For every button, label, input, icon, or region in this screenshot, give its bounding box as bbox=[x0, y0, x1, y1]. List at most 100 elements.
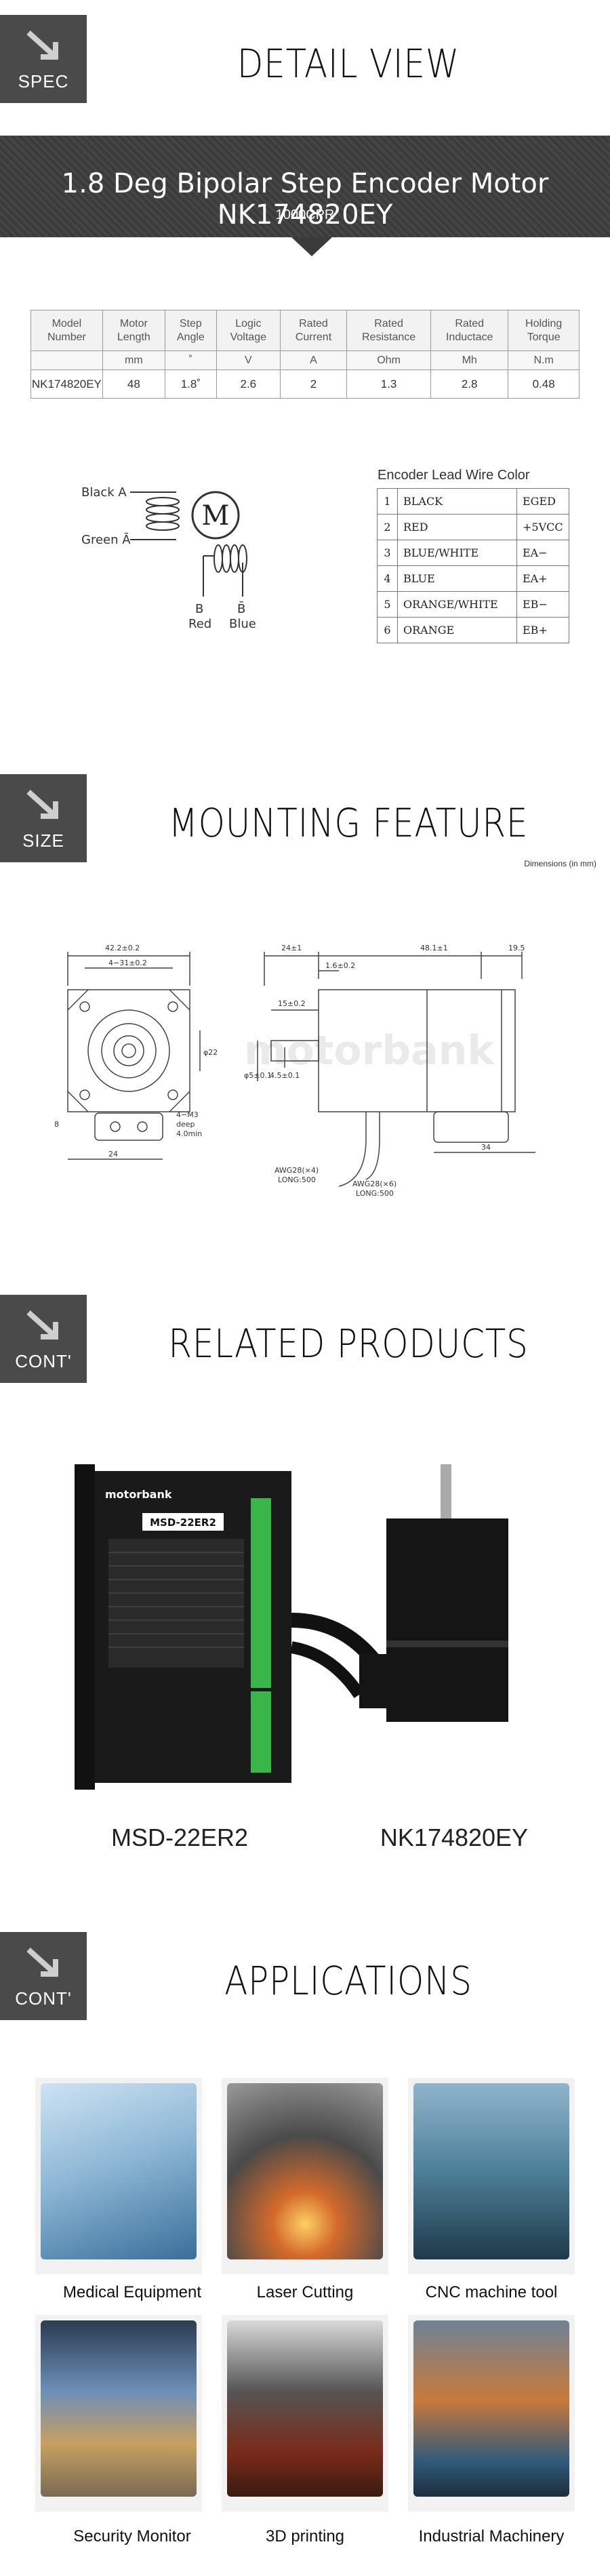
product-title: 1.8 Deg Bipolar Step Encoder Motor NK174… bbox=[61, 168, 549, 230]
label-b: B bbox=[195, 602, 203, 616]
unit-cell bbox=[30, 350, 103, 370]
security-monitor-image bbox=[41, 2320, 197, 2497]
3d-printing-image bbox=[227, 2320, 383, 2497]
dim-label: 34 bbox=[481, 1143, 491, 1152]
section-header-apps: CONT' APPLICATIONS bbox=[0, 1932, 610, 2027]
laser-cutting-image bbox=[227, 2083, 383, 2259]
table-cell: 5 bbox=[377, 591, 398, 618]
dim-label: 4.5±0.1 bbox=[270, 1071, 300, 1080]
related-products-image: motorbank MSD-22ER2 bbox=[75, 1464, 508, 1790]
dim-label: 8 bbox=[54, 1120, 59, 1129]
product-label-left: MSD-22ER2 bbox=[110, 1824, 249, 1851]
product-subtitle: 1000CPR bbox=[275, 207, 335, 222]
section-title: MOUNTING FEATURE bbox=[168, 800, 529, 846]
shaft-outline bbox=[270, 1040, 319, 1062]
label-green-a: Green Ā bbox=[81, 532, 131, 547]
app-label-3d: 3D printing bbox=[265, 2527, 345, 2545]
driver-model-label: MSD-22ER2 bbox=[150, 1516, 216, 1529]
product-banner: 1.8 Deg Bipolar Step Encoder Motor NK174… bbox=[0, 136, 610, 237]
banner-notch bbox=[291, 237, 332, 256]
motor-image bbox=[359, 1464, 508, 1722]
table-cell: 0.48 bbox=[508, 369, 580, 399]
col-header: Holding Torque bbox=[508, 310, 580, 351]
watermark-logo: motorbank bbox=[244, 1027, 495, 1074]
label-blue: Blue bbox=[229, 617, 256, 631]
table-cell: 4 bbox=[377, 565, 398, 592]
label-black-a: Black A bbox=[81, 485, 127, 500]
table-cell: 6 bbox=[377, 617, 398, 643]
app-label-industrial: Industrial Machinery bbox=[418, 2527, 565, 2545]
label-b-bar: B̄ bbox=[237, 601, 245, 616]
app-tile-medical bbox=[35, 2078, 202, 2274]
table-cell: 2 bbox=[279, 369, 348, 399]
dim-label: 24±1 bbox=[281, 944, 302, 952]
wiring-diagram: Black A Green Ā M B Red B̄ Blue bbox=[81, 485, 256, 631]
app-tile-cnc bbox=[408, 2078, 575, 2274]
dim-label: AWG28(×6) bbox=[352, 1180, 396, 1188]
table-cell: EA− bbox=[516, 540, 569, 566]
dim-label: 15±0.2 bbox=[278, 999, 306, 1008]
unit-cell: ˚ bbox=[164, 350, 217, 370]
section-title: DETAIL VIEW bbox=[237, 41, 460, 87]
spec-table: Model Number Motor Length Step Angle Log… bbox=[30, 310, 580, 399]
driver-image: motorbank MSD-22ER2 bbox=[75, 1464, 291, 1790]
unit-cell: N.m bbox=[508, 350, 580, 370]
table-cell: 48 bbox=[102, 369, 165, 399]
col-header: Step Angle bbox=[164, 310, 217, 351]
unit-cell: Ohm bbox=[346, 350, 432, 370]
table-cell: BLUE/WHITE bbox=[397, 540, 517, 566]
app-tile-laser bbox=[222, 2078, 388, 2274]
table-cell: EB− bbox=[516, 591, 569, 618]
badge-label: CONT' bbox=[15, 1988, 72, 2009]
label-red: Red bbox=[188, 617, 211, 631]
dim-label: 42.2±0.2 bbox=[105, 944, 140, 952]
app-tile-3d bbox=[222, 2315, 388, 2512]
table-cell: 2.8 bbox=[430, 369, 509, 399]
product-label-right: NK174820EY bbox=[380, 1824, 529, 1851]
dim-label: 19.5 bbox=[508, 944, 525, 952]
arrow-down-right-icon bbox=[26, 1310, 58, 1340]
coil-a-icon bbox=[146, 491, 180, 540]
section-title: APPLICATIONS bbox=[224, 1958, 472, 2004]
motor-symbol-icon bbox=[191, 491, 240, 540]
app-label-laser: Laser Cutting bbox=[256, 2283, 354, 2301]
arrow-down-right-icon bbox=[26, 790, 58, 819]
badge-label: SPEC bbox=[18, 71, 69, 92]
table-cell: +5VCC bbox=[516, 514, 569, 540]
table-cell: ORANGE/WHITE bbox=[397, 591, 517, 618]
app-tile-security bbox=[35, 2315, 202, 2512]
front-view-outline bbox=[67, 989, 190, 1112]
motor-label: M bbox=[202, 500, 230, 531]
section-header-spec: SPEC DETAIL VIEW bbox=[0, 15, 610, 110]
table-cell: EA+ bbox=[516, 565, 569, 592]
section-badge: SPEC bbox=[0, 15, 87, 103]
mounting-drawing: 42.2±0.2 4−31±0.2 φ22 4−M3 deep 4.0min 2… bbox=[54, 944, 535, 1198]
table-cell: 3 bbox=[377, 540, 398, 566]
driver-brand: motorbank bbox=[105, 1488, 172, 1501]
encoder-table-title: Encoder Lead Wire Color bbox=[378, 468, 530, 483]
section-header-size: SIZE MOUNTING FEATURE bbox=[0, 774, 610, 869]
table-cell: BLUE bbox=[397, 565, 517, 592]
section-title: RELATED PRODUCTS bbox=[168, 1321, 529, 1367]
app-label-cnc: CNC machine tool bbox=[425, 2283, 558, 2301]
industrial-machinery-image bbox=[413, 2320, 569, 2497]
unit-cell: mm bbox=[102, 350, 165, 370]
unit-cell: Mh bbox=[430, 350, 509, 370]
table-cell: 1.3 bbox=[346, 369, 432, 399]
table-cell: BLACK bbox=[397, 488, 517, 515]
dim-label: LONG:500 bbox=[356, 1189, 394, 1198]
table-cell: 1 bbox=[377, 488, 398, 515]
app-tile-industrial bbox=[408, 2315, 575, 2512]
section-header-related: CONT' RELATED PRODUCTS bbox=[0, 1295, 610, 1390]
dim-label: 1.6±0.2 bbox=[325, 961, 355, 970]
table-cell: 2.6 bbox=[216, 369, 281, 399]
coil-b-icon bbox=[203, 544, 247, 597]
app-label-medical: Medical Equipment bbox=[62, 2283, 202, 2301]
